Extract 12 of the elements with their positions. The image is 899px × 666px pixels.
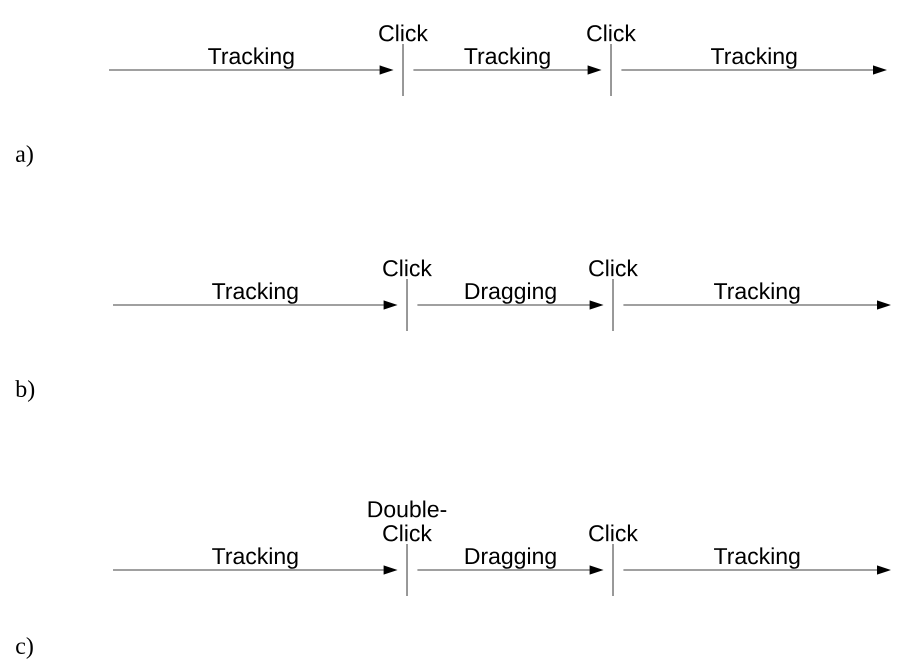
edge-label: Dragging [466,282,556,304]
edge-label: Tracking [711,47,796,69]
panel-letter: a) [16,145,33,167]
panel-letter: c) [16,637,33,659]
edge-label: Dragging [466,547,556,569]
edge-label: Tracking [208,47,294,69]
edge-label: Tracking [464,47,550,69]
edge-label: Tracking [212,282,298,304]
edge-label: Tracking [714,547,800,569]
edge-label: Tracking [714,282,800,304]
edge-label: Tracking [212,547,298,569]
panel-letter: b) [15,380,34,402]
